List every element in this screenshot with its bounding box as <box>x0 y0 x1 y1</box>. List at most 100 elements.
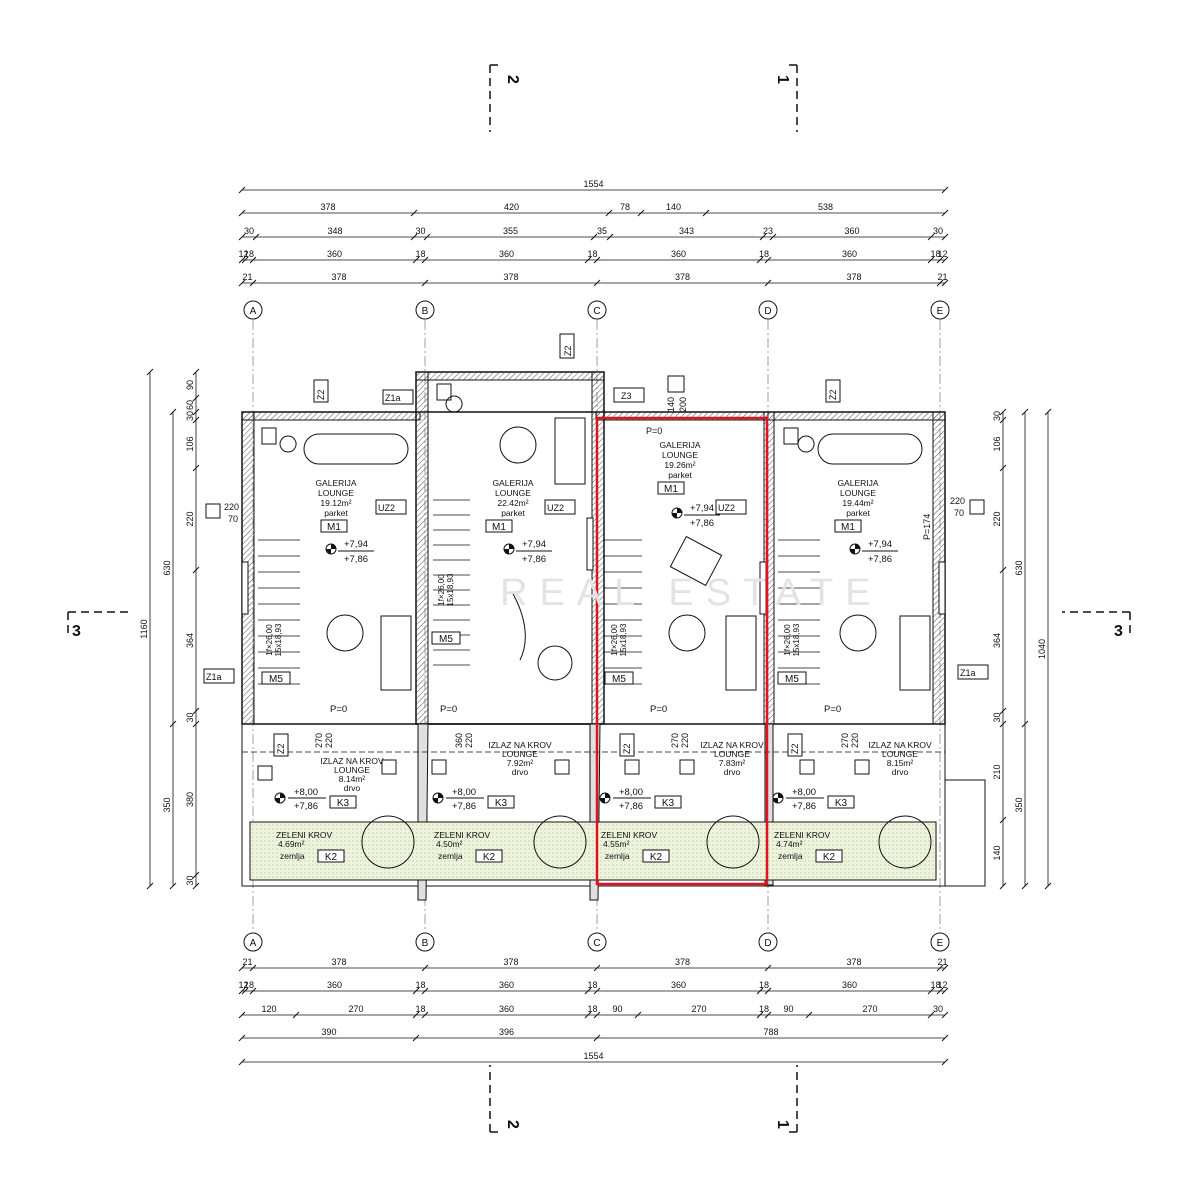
bottom-row3-value: 270 <box>348 1004 363 1014</box>
dim-tick <box>756 987 764 995</box>
tag-z2-t4: Z2 <box>790 743 800 754</box>
bottom-row2-value: 12 <box>238 980 248 990</box>
axis-label-c: C <box>593 306 600 317</box>
dim-tick <box>192 871 200 879</box>
dim-tick <box>192 464 200 472</box>
dim-tick <box>421 987 429 995</box>
dim-tick <box>421 279 429 287</box>
dim-tick <box>238 186 246 194</box>
top-row2-value: 30 <box>244 226 254 236</box>
dim-tick <box>421 1011 429 1019</box>
dim-tick <box>252 233 260 241</box>
tag-uz2-u1: UZ2 <box>378 503 395 513</box>
tag-z1a-left: Z1a <box>206 672 222 682</box>
terrace-floor: drvo <box>512 767 529 777</box>
dim-tick <box>637 209 645 217</box>
bottom-row2-value: 18 <box>244 980 254 990</box>
unit-4: GALERIJALOUNGE19.44m²parketM1+7,94+7,861… <box>772 478 932 863</box>
room-tag: M1 <box>492 522 506 533</box>
stair-tag: M5 <box>612 674 626 685</box>
dim-tick <box>999 464 1007 472</box>
terrace-floor: drvo <box>724 767 741 777</box>
right-inner-value: 364 <box>992 633 1002 648</box>
top-row3-value: 12 <box>238 249 248 259</box>
axis-bubble <box>758 300 778 320</box>
green-roof-tag-box <box>642 849 670 863</box>
level-top: +7,94 <box>344 539 368 550</box>
right-inner-value: 30 <box>992 411 1002 421</box>
tag-z1a-right: Z1a <box>960 668 976 678</box>
terrace-name: IZLAZ NA KROV <box>868 740 932 750</box>
bottom-row2-value: 18 <box>415 980 425 990</box>
terrace-floor: drvo <box>344 783 361 793</box>
bottom-row4-value: 390 <box>321 1027 336 1037</box>
terrace-level-top: +8,00 <box>294 787 318 798</box>
dim-tick <box>941 209 949 217</box>
top-row4-value: 378 <box>675 272 690 282</box>
green-roof-area: 4.55m² <box>603 839 630 849</box>
dim-tick <box>805 1011 813 1019</box>
win-220-1: 220 <box>324 733 334 748</box>
dim-tick <box>192 394 200 402</box>
dim-tick <box>169 408 177 416</box>
terrace-level-bottom: +7,86 <box>452 801 476 812</box>
level-top: +7,94 <box>522 539 546 550</box>
top-row4-value: 21 <box>937 272 947 282</box>
parapet-label: P=0 <box>824 704 841 715</box>
top-row2-value: 30 <box>933 226 943 236</box>
top-row3-value: 18 <box>415 249 425 259</box>
bottom-row1-value: 21 <box>242 957 252 967</box>
dim-tick <box>936 256 944 264</box>
top-row2-value: 360 <box>844 226 859 236</box>
dim-tick <box>999 408 1007 416</box>
w200-label: 200 <box>678 397 688 412</box>
terrace-name: IZLAZ NA KROV <box>700 740 764 750</box>
level-top: +7,94 <box>868 539 892 550</box>
room-floor: parket <box>668 470 692 480</box>
top-row4-value: 378 <box>331 272 346 282</box>
section-label-2-bottom: 2 <box>504 1120 521 1129</box>
green-roof-tag-box <box>815 849 843 863</box>
terrace-area: 7.83m² <box>719 758 746 768</box>
dim-tick <box>584 256 592 264</box>
room-area: 19.12m² <box>320 498 351 508</box>
green-roof-area: 4.50m² <box>436 839 463 849</box>
top-row4-value: 378 <box>846 272 861 282</box>
bottom-row3-value: 18 <box>587 1004 597 1014</box>
dim-tick <box>941 1058 949 1066</box>
bottom-row3-value: 18 <box>415 1004 425 1014</box>
bottom-row2-value: 360 <box>671 980 686 990</box>
section-markers <box>67 64 1131 1133</box>
room-tag: M1 <box>841 522 855 533</box>
axis-bubble <box>415 300 435 320</box>
section-label-1-top: 1 <box>774 75 791 84</box>
bottom-row1-value: 378 <box>503 957 518 967</box>
dim-tick <box>1021 882 1029 890</box>
parapet-label: P=0 <box>440 704 457 715</box>
terrace-tag-box <box>487 795 515 809</box>
top-row3-value: 360 <box>842 249 857 259</box>
axis-label-b: B <box>422 938 429 949</box>
top-row4-value: 21 <box>242 272 252 282</box>
section-label-3-left: 3 <box>72 623 81 640</box>
dim-tick <box>238 279 246 287</box>
top-row3-value: 18 <box>587 249 597 259</box>
room-type: LOUNGE <box>495 488 531 498</box>
dim-tick <box>584 987 592 995</box>
terrace-floor: drvo <box>892 767 909 777</box>
dim-tick <box>764 256 772 264</box>
section-label-2-top: 2 <box>504 75 521 84</box>
bottom-row1-value: 378 <box>331 957 346 967</box>
stair-tag-box <box>777 671 807 685</box>
level-bottom: +7,86 <box>344 554 368 565</box>
left-inner-value: 90 <box>185 380 195 390</box>
dim-tick <box>593 1034 601 1042</box>
top-row3-value: 18 <box>244 249 254 259</box>
bottom-row2-value: 18 <box>759 980 769 990</box>
dim-tick <box>764 1011 772 1019</box>
stair-tag: M5 <box>439 634 453 645</box>
dim-tick <box>941 1011 949 1019</box>
dim-tick <box>756 1011 764 1019</box>
dim-tick <box>249 987 257 995</box>
